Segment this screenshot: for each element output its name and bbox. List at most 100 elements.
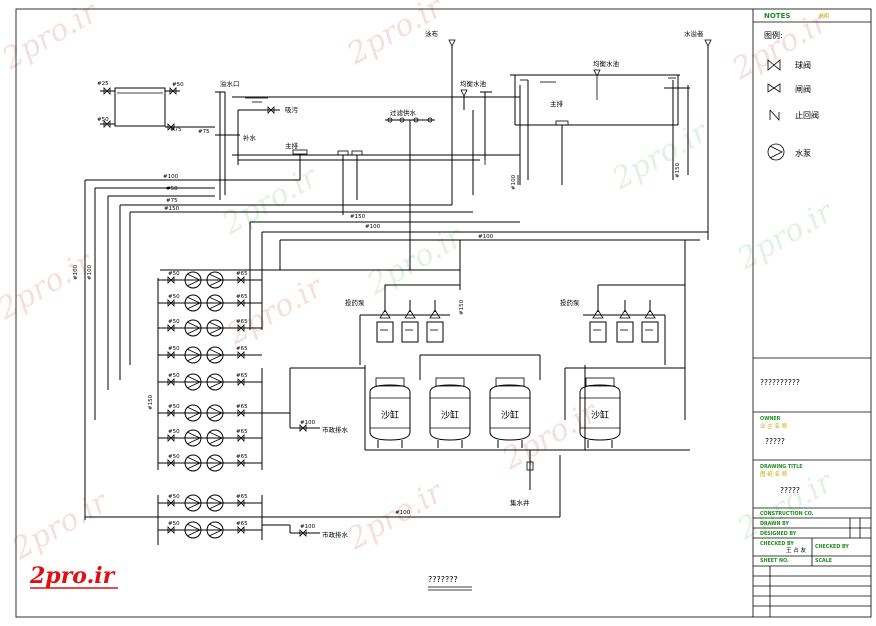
makeup-tank — [114, 87, 166, 127]
watermark-text: 2pro.ir — [221, 269, 331, 352]
drawing-title-label: DRAWING TITLE — [760, 464, 803, 470]
legend-item: 止回阀 — [769, 109, 819, 122]
label-d50-tank: #50 — [172, 82, 184, 88]
project-name: ?????????? — [760, 378, 800, 387]
gate-valve-icon — [237, 459, 245, 467]
dosing-pump-icon — [619, 309, 631, 319]
label-d100-drain1: #100 — [300, 420, 316, 426]
ball-valve-icon — [167, 351, 175, 359]
main-drain-fitting — [292, 149, 308, 155]
label-municipal-drain-2: 市政排水 — [322, 530, 349, 539]
legend-item: 球阀 — [767, 59, 811, 71]
label-balance-tank: 均衡水池 — [593, 59, 620, 68]
watermark-text: 2pro.ir — [606, 114, 716, 197]
label-d50-1: #50 — [166, 186, 178, 192]
label-d75-tank: #75 — [170, 127, 182, 133]
checked-label: CHECKED BY — [815, 544, 849, 550]
pump-inlet-label: #50 — [168, 521, 180, 527]
ball-valve-icon — [167, 299, 175, 307]
chemical-tank — [426, 321, 444, 343]
ball-valve-icon — [103, 120, 111, 128]
sand-filter-label: 沙缸 — [381, 409, 399, 421]
ball-valve-icon — [169, 87, 177, 95]
storage-tank-group: #25 #50 #50 #75 — [97, 81, 215, 133]
gate-valve-icon — [237, 434, 245, 442]
label-inlet-top: 泳布 — [425, 29, 439, 38]
water-pump-icon — [184, 373, 202, 391]
dosing-pump-icon — [644, 309, 656, 319]
legend-label: 止回阀 — [795, 110, 819, 120]
water-pump-icon — [184, 521, 202, 539]
label-d100-right: #100 — [511, 174, 517, 190]
label-d100-v1: #100 — [73, 264, 79, 280]
chemical-tank — [641, 321, 659, 343]
water-pump-icon — [184, 271, 202, 289]
pump-impeller — [208, 348, 223, 362]
drawing-title-value: ????? — [780, 486, 800, 495]
legend-item: 水泵 — [767, 143, 811, 161]
pump-impeller — [208, 321, 223, 335]
label-d150-v2: #150 — [675, 162, 681, 178]
pump-inlet-label: #50 — [168, 404, 180, 410]
ball-valve-icon — [167, 434, 175, 442]
title-block: ?????????? OWNER 业 主 名 称 ????? DRAWING T… — [753, 357, 871, 617]
legend-label: 水泵 — [795, 148, 811, 158]
dosing-pump-icon — [429, 309, 441, 319]
label-d150-v: #150 — [459, 299, 465, 315]
chemical-tank — [376, 321, 394, 343]
pump-inlet-label: #50 — [168, 346, 180, 352]
gate-valve-icon — [299, 424, 307, 432]
gate-valve-icon — [237, 299, 245, 307]
label-d75-1: #75 — [166, 198, 178, 204]
pump-impeller — [208, 375, 223, 389]
label-d25: #25 — [97, 81, 109, 87]
watermark-text: 2pro.ir — [216, 159, 326, 242]
ball-valve-icon — [167, 459, 175, 467]
legend-label: 球阀 — [795, 60, 811, 70]
watermark-layer: 2pro.ir 2pro.ir 2pro.ir 2pro.ir 2pro.ir … — [0, 0, 840, 567]
drafter-name: 王 占 友 — [786, 546, 806, 554]
label-sewage: 吸污 — [285, 106, 299, 114]
gate-valve-icon — [237, 351, 245, 359]
label-dosing-pump-right: 投药泵 — [560, 298, 580, 307]
water-pump-icon — [206, 404, 224, 422]
chemical-tank — [401, 321, 419, 343]
owner-cn: 业 主 名 称 — [760, 422, 788, 430]
site-logo: 2pro.ir — [29, 563, 116, 589]
label-d75-small: #75 — [198, 129, 210, 135]
pump-impeller — [208, 496, 223, 510]
gate-valve-icon — [237, 409, 245, 417]
label-sump: 集水井 — [510, 498, 530, 507]
pump-impeller — [186, 496, 201, 510]
pump-impeller — [186, 456, 201, 470]
sand-filter-tank — [369, 384, 411, 441]
pump-impeller — [186, 523, 201, 537]
pump-impeller — [208, 406, 223, 420]
legend-label: 闸阀 — [795, 85, 811, 94]
water-pump-icon — [206, 346, 224, 364]
owner-label: OWNER — [760, 416, 781, 422]
top-piping: 溢水口 吸污 补水 #75 主排 泳布 均衡水池 过滤供水 — [198, 29, 712, 270]
label-d100-3: #100 — [478, 234, 494, 240]
ball-valve-icon — [167, 409, 175, 417]
ball-valve-icon — [167, 499, 175, 507]
label-main-drain-right: 主排 — [550, 99, 564, 108]
water-pump-icon — [184, 429, 202, 447]
label-d150-2: #150 — [350, 214, 366, 220]
designed-by: DESIGNED BY — [760, 531, 797, 537]
ball-valve-icon — [167, 123, 175, 131]
label-pool-overflow: 水溢者 — [684, 29, 704, 38]
gate-valve-icon — [237, 526, 245, 534]
drawn-by: DRAWN BY — [760, 521, 790, 527]
gate-valve-icon — [237, 499, 245, 507]
pump-outlet-label: #65 — [236, 271, 248, 277]
pump-outlet-label: #65 — [236, 319, 248, 325]
pump-manifolds: #150 市政排水 #100 市政排水 #100 #100 — [85, 278, 561, 545]
ball-valve-icon — [167, 276, 175, 284]
water-pump-icon — [184, 346, 202, 364]
chemical-tank — [589, 321, 607, 343]
water-pump-icon — [206, 294, 224, 312]
scale-label: SCALE — [815, 558, 832, 564]
legend-item: 闸阀 — [767, 83, 811, 94]
